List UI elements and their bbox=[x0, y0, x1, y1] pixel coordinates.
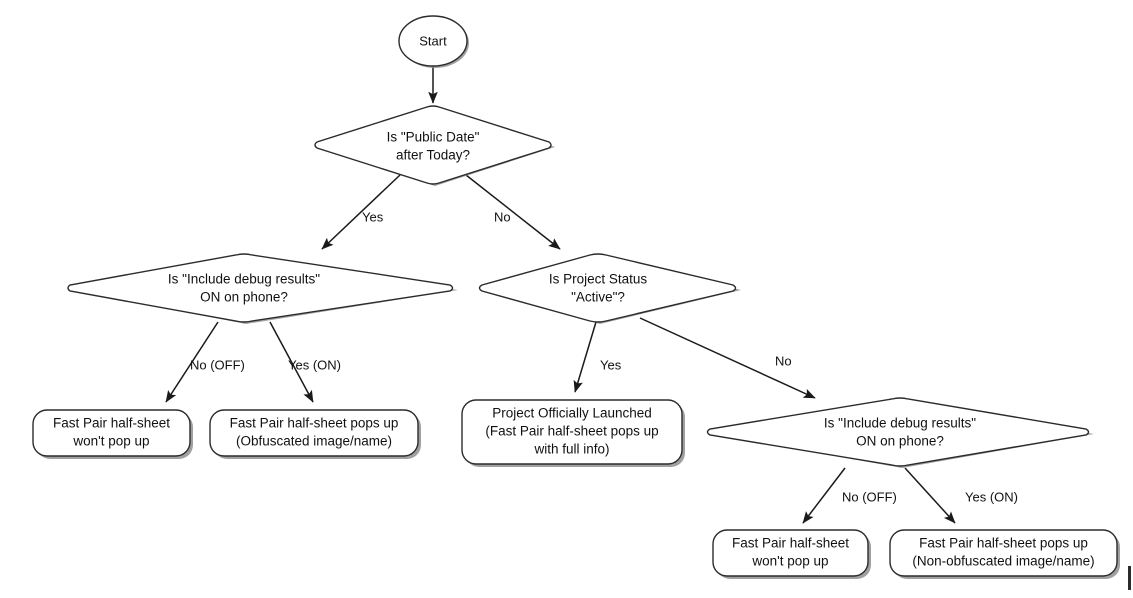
edge-label-public-date-yes: Yes bbox=[362, 209, 384, 224]
node-terminal-left-on[interactable]: Fast Pair half-sheet pops up (Obfuscated… bbox=[209, 409, 421, 459]
node-start-label: Start bbox=[419, 33, 447, 48]
edge-public-date-yes bbox=[321, 174, 401, 250]
node-public-date-line2: after Today? bbox=[396, 148, 470, 163]
node-public-date-shape bbox=[314, 105, 552, 185]
edge-project-status-yes bbox=[573, 321, 597, 393]
node-terminal-project-launched[interactable]: Project Officially Launched (Fast Pair h… bbox=[461, 399, 685, 467]
edge-label-debug-left-yes-on: Yes (ON) bbox=[288, 357, 341, 372]
node-start-shape bbox=[398, 15, 468, 67]
node-terminal-left-off-shape bbox=[32, 409, 191, 457]
edge-debug-right-no-off bbox=[802, 467, 846, 524]
edge-label-public-date-no: No bbox=[494, 209, 511, 224]
edge-debug-left-yes-on bbox=[269, 321, 314, 403]
node-terminal-project-launched-line1: Project Officially Launched bbox=[492, 406, 652, 421]
node-terminal-left-on-shape bbox=[209, 409, 419, 457]
node-debug-right-shape bbox=[706, 397, 1090, 467]
node-is-project-status-active[interactable]: Is Project Status "Active"? bbox=[478, 253, 742, 324]
node-terminal-right-off[interactable]: Fast Pair half-sheet won't pop up bbox=[712, 529, 871, 579]
node-terminal-left-off[interactable]: Fast Pair half-sheet won't pop up bbox=[32, 409, 193, 459]
edge-label-debug-right-no-off: No (OFF) bbox=[842, 489, 897, 504]
node-start[interactable]: Start bbox=[398, 15, 469, 68]
edge-label-debug-left-no-off: No (OFF) bbox=[190, 357, 245, 372]
node-terminal-right-off-line1: Fast Pair half-sheet bbox=[732, 536, 849, 551]
node-debug-left-line2: ON on phone? bbox=[200, 290, 288, 305]
node-debug-left-shape bbox=[67, 253, 454, 323]
node-project-status-line1: Is Project Status bbox=[549, 272, 648, 287]
node-terminal-right-on[interactable]: Fast Pair half-sheet pops up (Non-obfusc… bbox=[889, 529, 1120, 579]
node-is-public-date-after-today[interactable]: Is "Public Date" after Today? bbox=[314, 105, 555, 186]
edge-label-debug-right-yes-on: Yes (ON) bbox=[965, 489, 1018, 504]
node-terminal-right-on-line2: (Non-obfuscated image/name) bbox=[912, 554, 1094, 569]
node-debug-right-line2: ON on phone? bbox=[856, 434, 944, 449]
node-terminal-right-on-line1: Fast Pair half-sheet pops up bbox=[919, 536, 1088, 551]
edge-labels-layer: Yes No No (OFF) Yes (ON) Yes No No (OFF)… bbox=[190, 209, 1018, 504]
node-is-include-debug-results-left[interactable]: Is "Include debug results" ON on phone? bbox=[67, 253, 458, 324]
node-project-status-line2: "Active"? bbox=[571, 290, 625, 305]
edges-layer bbox=[165, 62, 956, 524]
edge-project-status-no bbox=[639, 317, 816, 399]
edge-label-project-status-yes: Yes bbox=[600, 357, 622, 372]
edge-label-project-status-no: No bbox=[775, 353, 792, 368]
node-debug-left-line1: Is "Include debug results" bbox=[168, 272, 320, 287]
edge-debug-left-no-off bbox=[165, 321, 219, 403]
page-edge-marker bbox=[1128, 566, 1131, 590]
node-terminal-left-off-line2: won't pop up bbox=[72, 434, 149, 449]
node-terminal-project-launched-line3: with full info) bbox=[533, 442, 609, 457]
edge-public-date-no bbox=[465, 174, 561, 250]
node-terminal-project-launched-line2: (Fast Pair half-sheet pops up bbox=[485, 424, 658, 439]
node-terminal-right-off-line2: won't pop up bbox=[751, 554, 828, 569]
node-project-status-shape bbox=[478, 253, 737, 323]
node-terminal-project-launched-shape bbox=[461, 399, 683, 465]
node-terminal-left-on-line2: (Obfuscated image/name) bbox=[236, 434, 392, 449]
edge-debug-right-yes-on bbox=[904, 467, 956, 524]
node-public-date-line1: Is "Public Date" bbox=[387, 130, 480, 145]
node-terminal-right-off-shape bbox=[712, 529, 869, 577]
node-debug-right-line1: Is "Include debug results" bbox=[824, 416, 976, 431]
node-terminal-left-on-line1: Fast Pair half-sheet pops up bbox=[230, 416, 399, 431]
node-terminal-left-off-line1: Fast Pair half-sheet bbox=[53, 416, 170, 431]
node-terminal-right-on-shape bbox=[889, 529, 1118, 577]
node-is-include-debug-results-right[interactable]: Is "Include debug results" ON on phone? bbox=[706, 397, 1095, 468]
